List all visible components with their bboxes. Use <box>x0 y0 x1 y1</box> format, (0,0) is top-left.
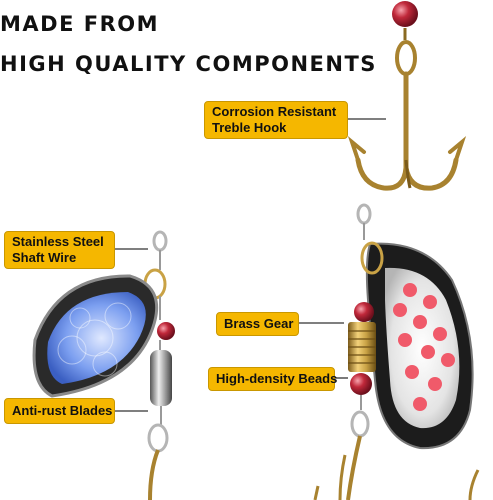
headline-line-1: MADE FROM <box>0 12 160 36</box>
spinner-right <box>313 203 480 500</box>
bead-top <box>392 1 418 27</box>
label-treble-hook: Corrosion Resistant Treble Hook <box>204 101 348 139</box>
bead-left <box>157 322 175 340</box>
label-shaft-wire: Stainless Steel Shaft Wire <box>4 231 115 269</box>
label-blades-text: Anti-rust Blades <box>12 403 113 418</box>
hook-eye <box>395 40 417 76</box>
headline: MADE FROM HIGH QUALITY COMPONENTS <box>0 0 377 84</box>
label-beads-text: High-density Beads <box>216 371 338 386</box>
bead-right-top <box>354 302 374 322</box>
callout-lines <box>115 118 386 412</box>
label-blades: Anti-rust Blades <box>4 398 115 424</box>
blade-right-dots <box>393 283 455 411</box>
treble-hook-top <box>347 1 467 191</box>
label-beads: High-density Beads <box>208 367 338 391</box>
label-treble-hook-line-2: Treble Hook <box>212 120 287 135</box>
headline-line-2: HIGH QUALITY COMPONENTS <box>0 52 377 76</box>
label-brass-gear: Brass Gear <box>216 312 299 336</box>
bead-right-bottom <box>350 373 372 395</box>
snap-swivel-right <box>356 203 372 225</box>
body-left <box>150 350 172 406</box>
snap-swivel-left <box>152 230 168 252</box>
label-shaft-wire-line-1: Stainless Steel <box>12 234 104 249</box>
label-shaft-wire-line-2: Shaft Wire <box>12 250 77 265</box>
spinner-left <box>32 230 175 500</box>
label-treble-hook-line-1: Corrosion Resistant <box>212 104 337 119</box>
label-brass-gear-text: Brass Gear <box>224 316 294 331</box>
blade-left-reflective <box>47 292 146 384</box>
